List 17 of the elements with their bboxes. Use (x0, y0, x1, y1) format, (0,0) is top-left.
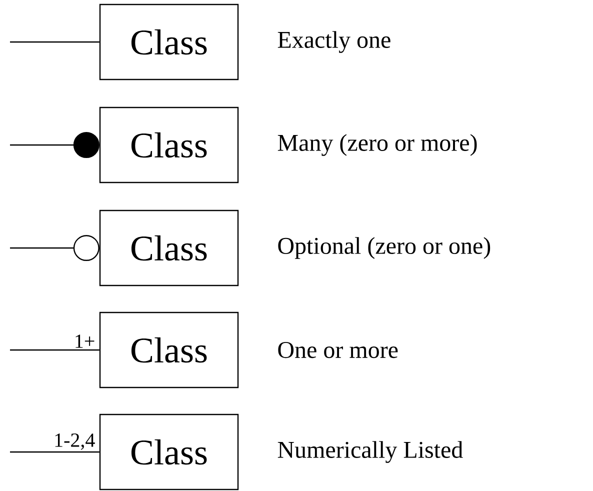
description-text: Many (zero or more) (278, 134, 477, 156)
class-box: Class (99, 312, 239, 388)
multiplicity-label: 1-2,4 (52, 432, 96, 451)
class-box: Class (99, 210, 239, 286)
connector-line (10, 41, 100, 43)
description-text: Numerically Listed (278, 441, 463, 463)
description-text: Exactly one (278, 31, 390, 53)
class-box: Class (99, 414, 239, 490)
description-text: Optional (zero or one) (278, 237, 490, 259)
connector-line (10, 451, 100, 453)
description-text: One or more (278, 342, 398, 358)
class-box: Class (99, 106, 239, 184)
connector-line (10, 349, 100, 351)
connector-line (10, 235, 100, 261)
class-box: Class (99, 4, 239, 80)
multiplicity-label: 1+ (72, 334, 96, 349)
connector-line (10, 132, 100, 158)
